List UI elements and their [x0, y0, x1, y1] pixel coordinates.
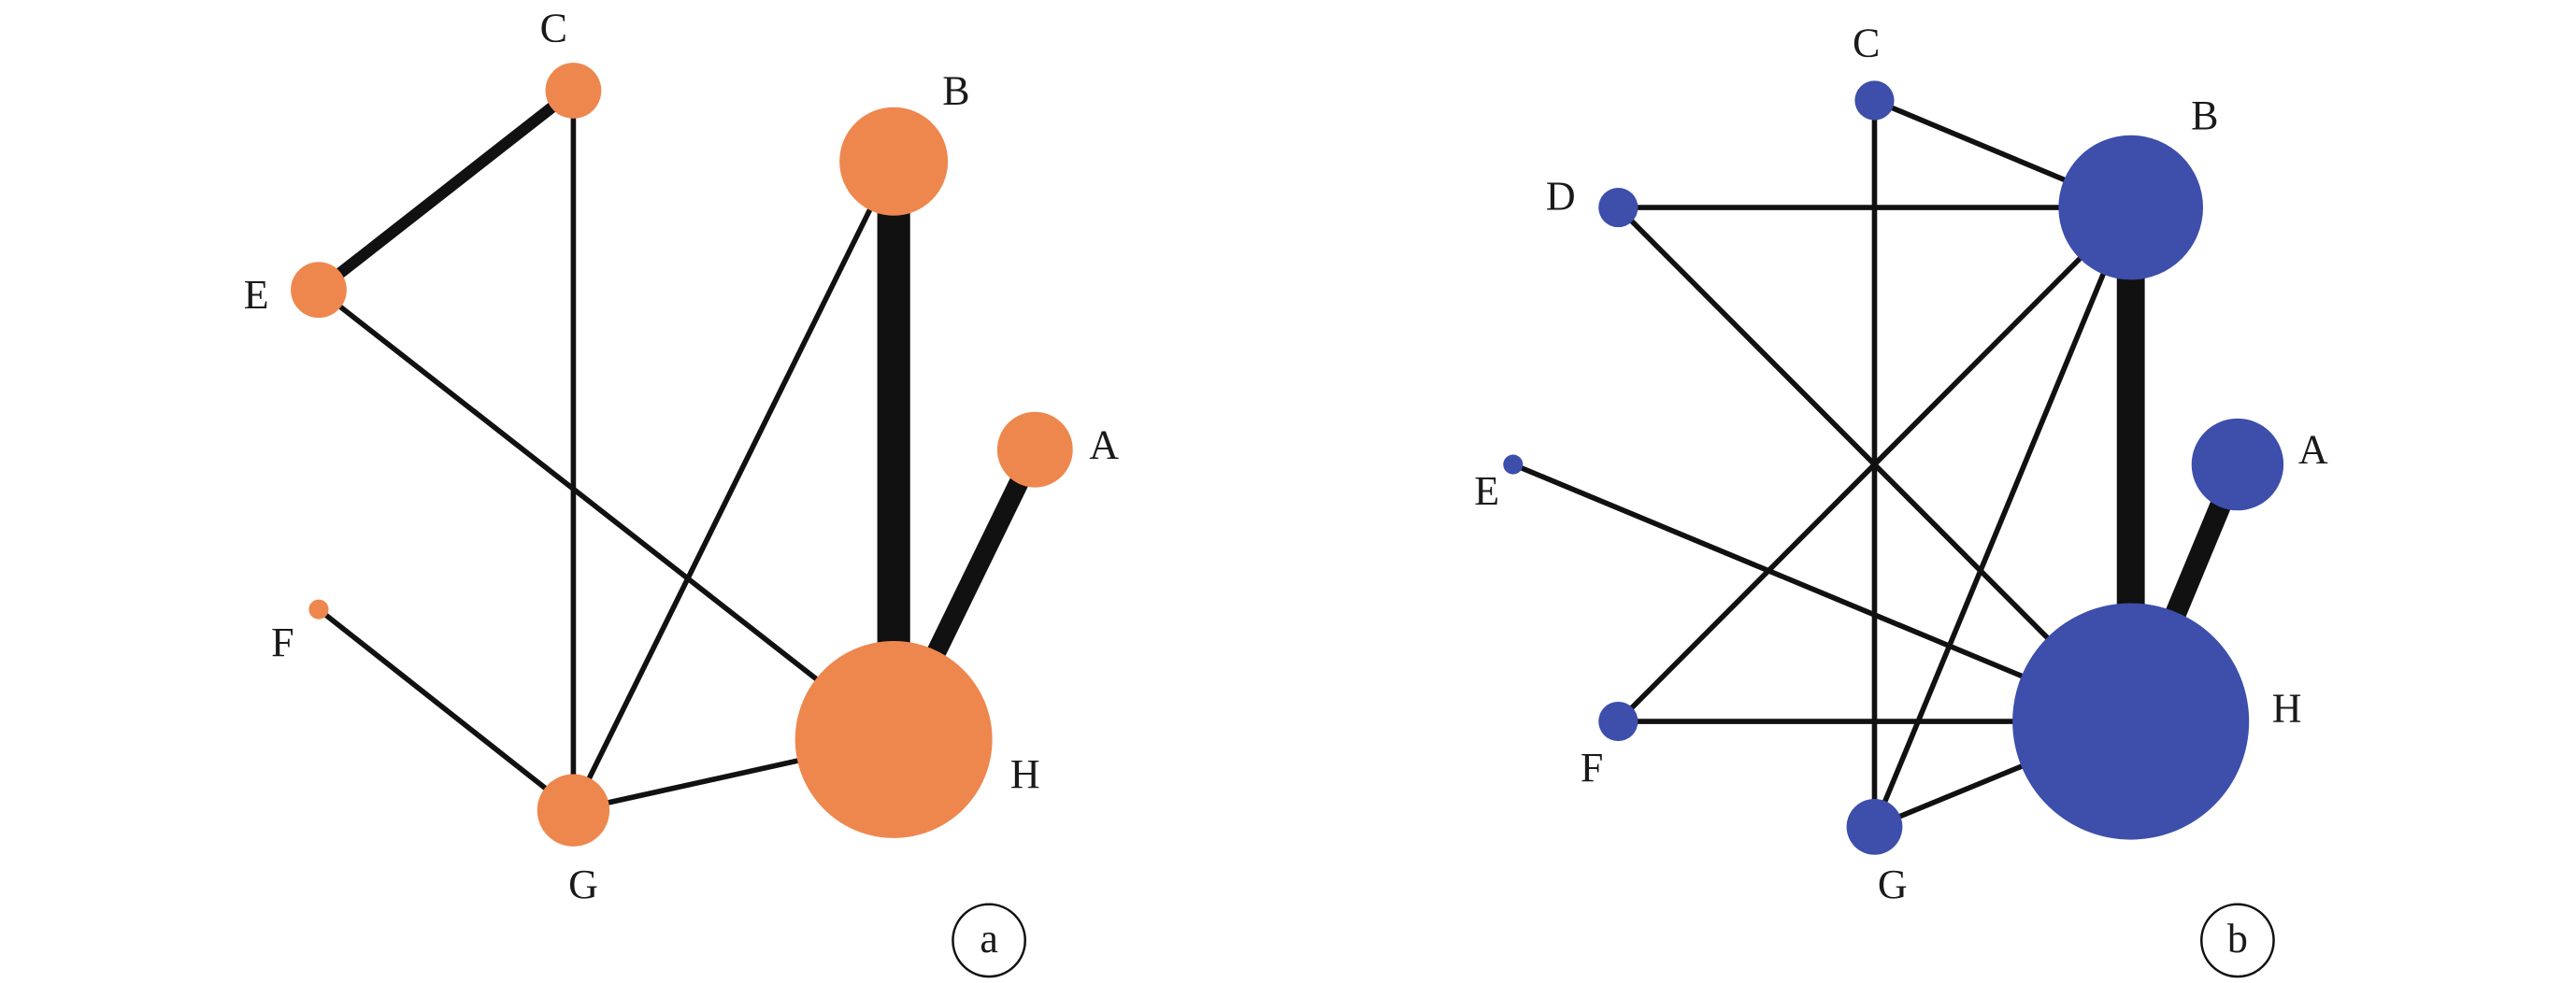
- node-c: [1854, 80, 1895, 121]
- panel-tag-label: b: [2227, 916, 2248, 962]
- node-h: [2012, 603, 2250, 840]
- node-label-g: G: [1878, 862, 1908, 907]
- node-f: [308, 599, 329, 620]
- node-label-e: E: [1474, 468, 1499, 514]
- edge-b-f: [1616, 206, 2133, 724]
- node-c: [545, 63, 602, 119]
- node-label-f: F: [1581, 745, 1603, 791]
- edge-c-e: [315, 86, 578, 295]
- panel-a: A B C E F G Ha: [244, 5, 1119, 978]
- node-label-h: H: [2272, 685, 2302, 731]
- panel-tag-circle: [2200, 903, 2275, 978]
- node-label-b: B: [942, 67, 969, 113]
- node-g: [537, 774, 610, 847]
- node-a: [2191, 418, 2284, 511]
- node-d: [1598, 187, 1639, 228]
- node-a: [996, 411, 1073, 488]
- node-e: [1503, 454, 1524, 475]
- node-label-h: H: [1010, 751, 1040, 797]
- panel-tag-b: b: [2200, 903, 2275, 978]
- node-label-c: C: [540, 5, 567, 50]
- node-b: [839, 107, 949, 216]
- node-g: [1846, 798, 1903, 855]
- node-b: [2058, 135, 2204, 280]
- node-label-c: C: [1853, 20, 1880, 65]
- node-label-a: A: [2298, 427, 2328, 473]
- panel-tag-circle: [952, 903, 1027, 978]
- node-label-e: E: [244, 272, 269, 318]
- panel-b: A B C D E F G Hb: [1474, 20, 2328, 978]
- edge-b-g: [570, 160, 896, 812]
- panel-tag-a: a: [952, 903, 1027, 978]
- node-h: [794, 640, 993, 838]
- node-label-f: F: [271, 620, 293, 665]
- edge-f-g: [317, 606, 576, 813]
- node-label-d: D: [1546, 173, 1576, 219]
- node-label-b: B: [2191, 93, 2218, 138]
- node-label-a: A: [1089, 421, 1119, 467]
- node-e: [291, 262, 347, 319]
- node-f: [1598, 701, 1639, 742]
- panel-tag-label: a: [980, 916, 998, 962]
- node-label-g: G: [568, 862, 598, 907]
- edge-e-h: [317, 288, 895, 742]
